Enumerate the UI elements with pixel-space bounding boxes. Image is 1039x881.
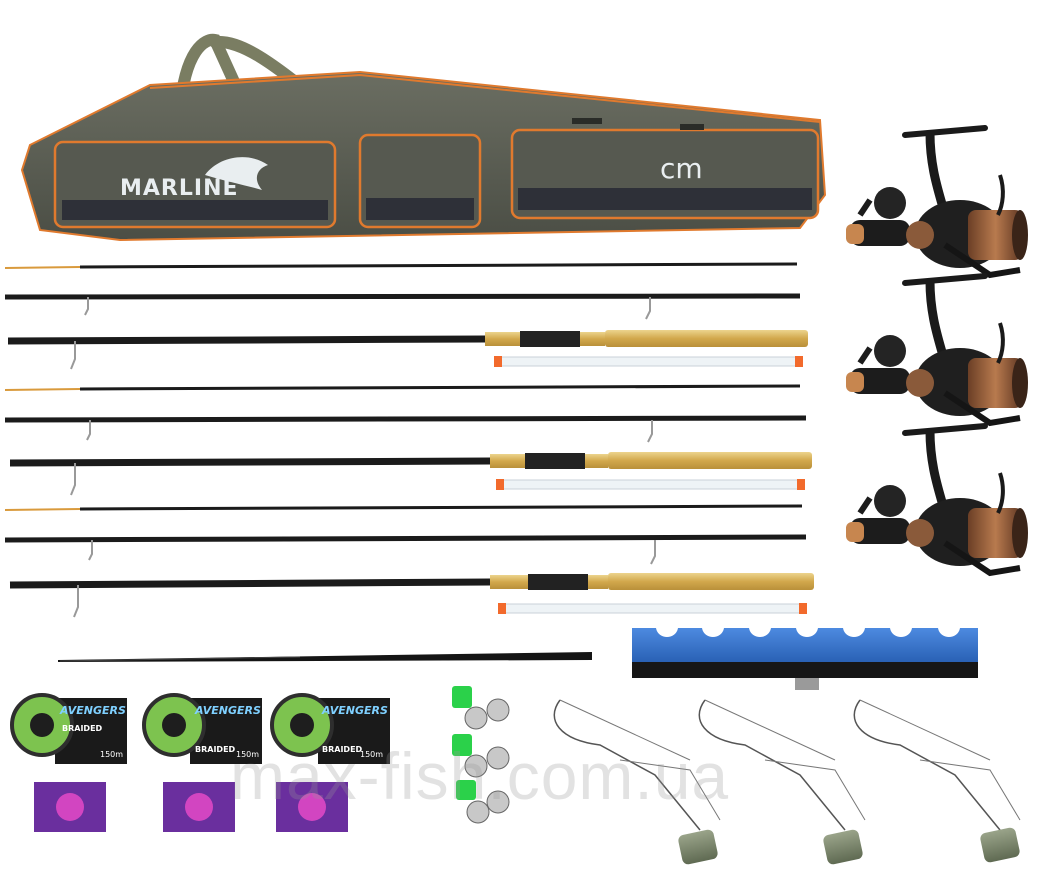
fish-logo-icon <box>205 157 268 190</box>
rod-set-2 <box>4 384 812 496</box>
line-pack-brand-3: AVENGERS <box>322 704 388 717</box>
spinning-reel-1 <box>846 125 1028 279</box>
braided-line-pack-1 <box>10 693 127 832</box>
bite-alarm-bell-2 <box>452 734 510 778</box>
line-pack-brand-2: AVENGERS <box>195 704 261 717</box>
line-pack-type-3: BRAIDED <box>322 745 363 754</box>
line-pack-brand-1: AVENGERS <box>60 704 126 717</box>
rod-bag <box>20 33 827 242</box>
line-pack-type-2: BRAIDED <box>195 745 236 754</box>
feeder-rig-1 <box>553 699 721 865</box>
spinning-reel-2 <box>846 273 1028 427</box>
rod-set-1 <box>4 262 808 370</box>
feeder-rig-3 <box>853 699 1021 863</box>
rod-set-3 <box>4 504 814 618</box>
bag-pocket-mark: cm <box>660 152 703 185</box>
braided-line-pack-2 <box>142 693 262 832</box>
rod-rest <box>632 628 978 690</box>
braided-line-pack-3 <box>270 693 390 832</box>
site-watermark: max-fish.com.ua <box>230 739 730 813</box>
feeder-rig-2 <box>698 699 866 865</box>
telescopic-pole <box>58 652 592 662</box>
line-pack-length-1: 150m <box>100 750 124 759</box>
line-pack-length-3: 150m <box>360 750 384 759</box>
line-pack-type-1: BRAIDED <box>62 724 103 733</box>
line-pack-length-2: 150m <box>236 750 260 759</box>
bag-brand-label: MARLINE <box>120 176 239 201</box>
spinning-reel-3 <box>846 423 1028 577</box>
bite-alarm-bell-3 <box>456 780 510 824</box>
bite-alarm-bell-1 <box>452 686 510 730</box>
